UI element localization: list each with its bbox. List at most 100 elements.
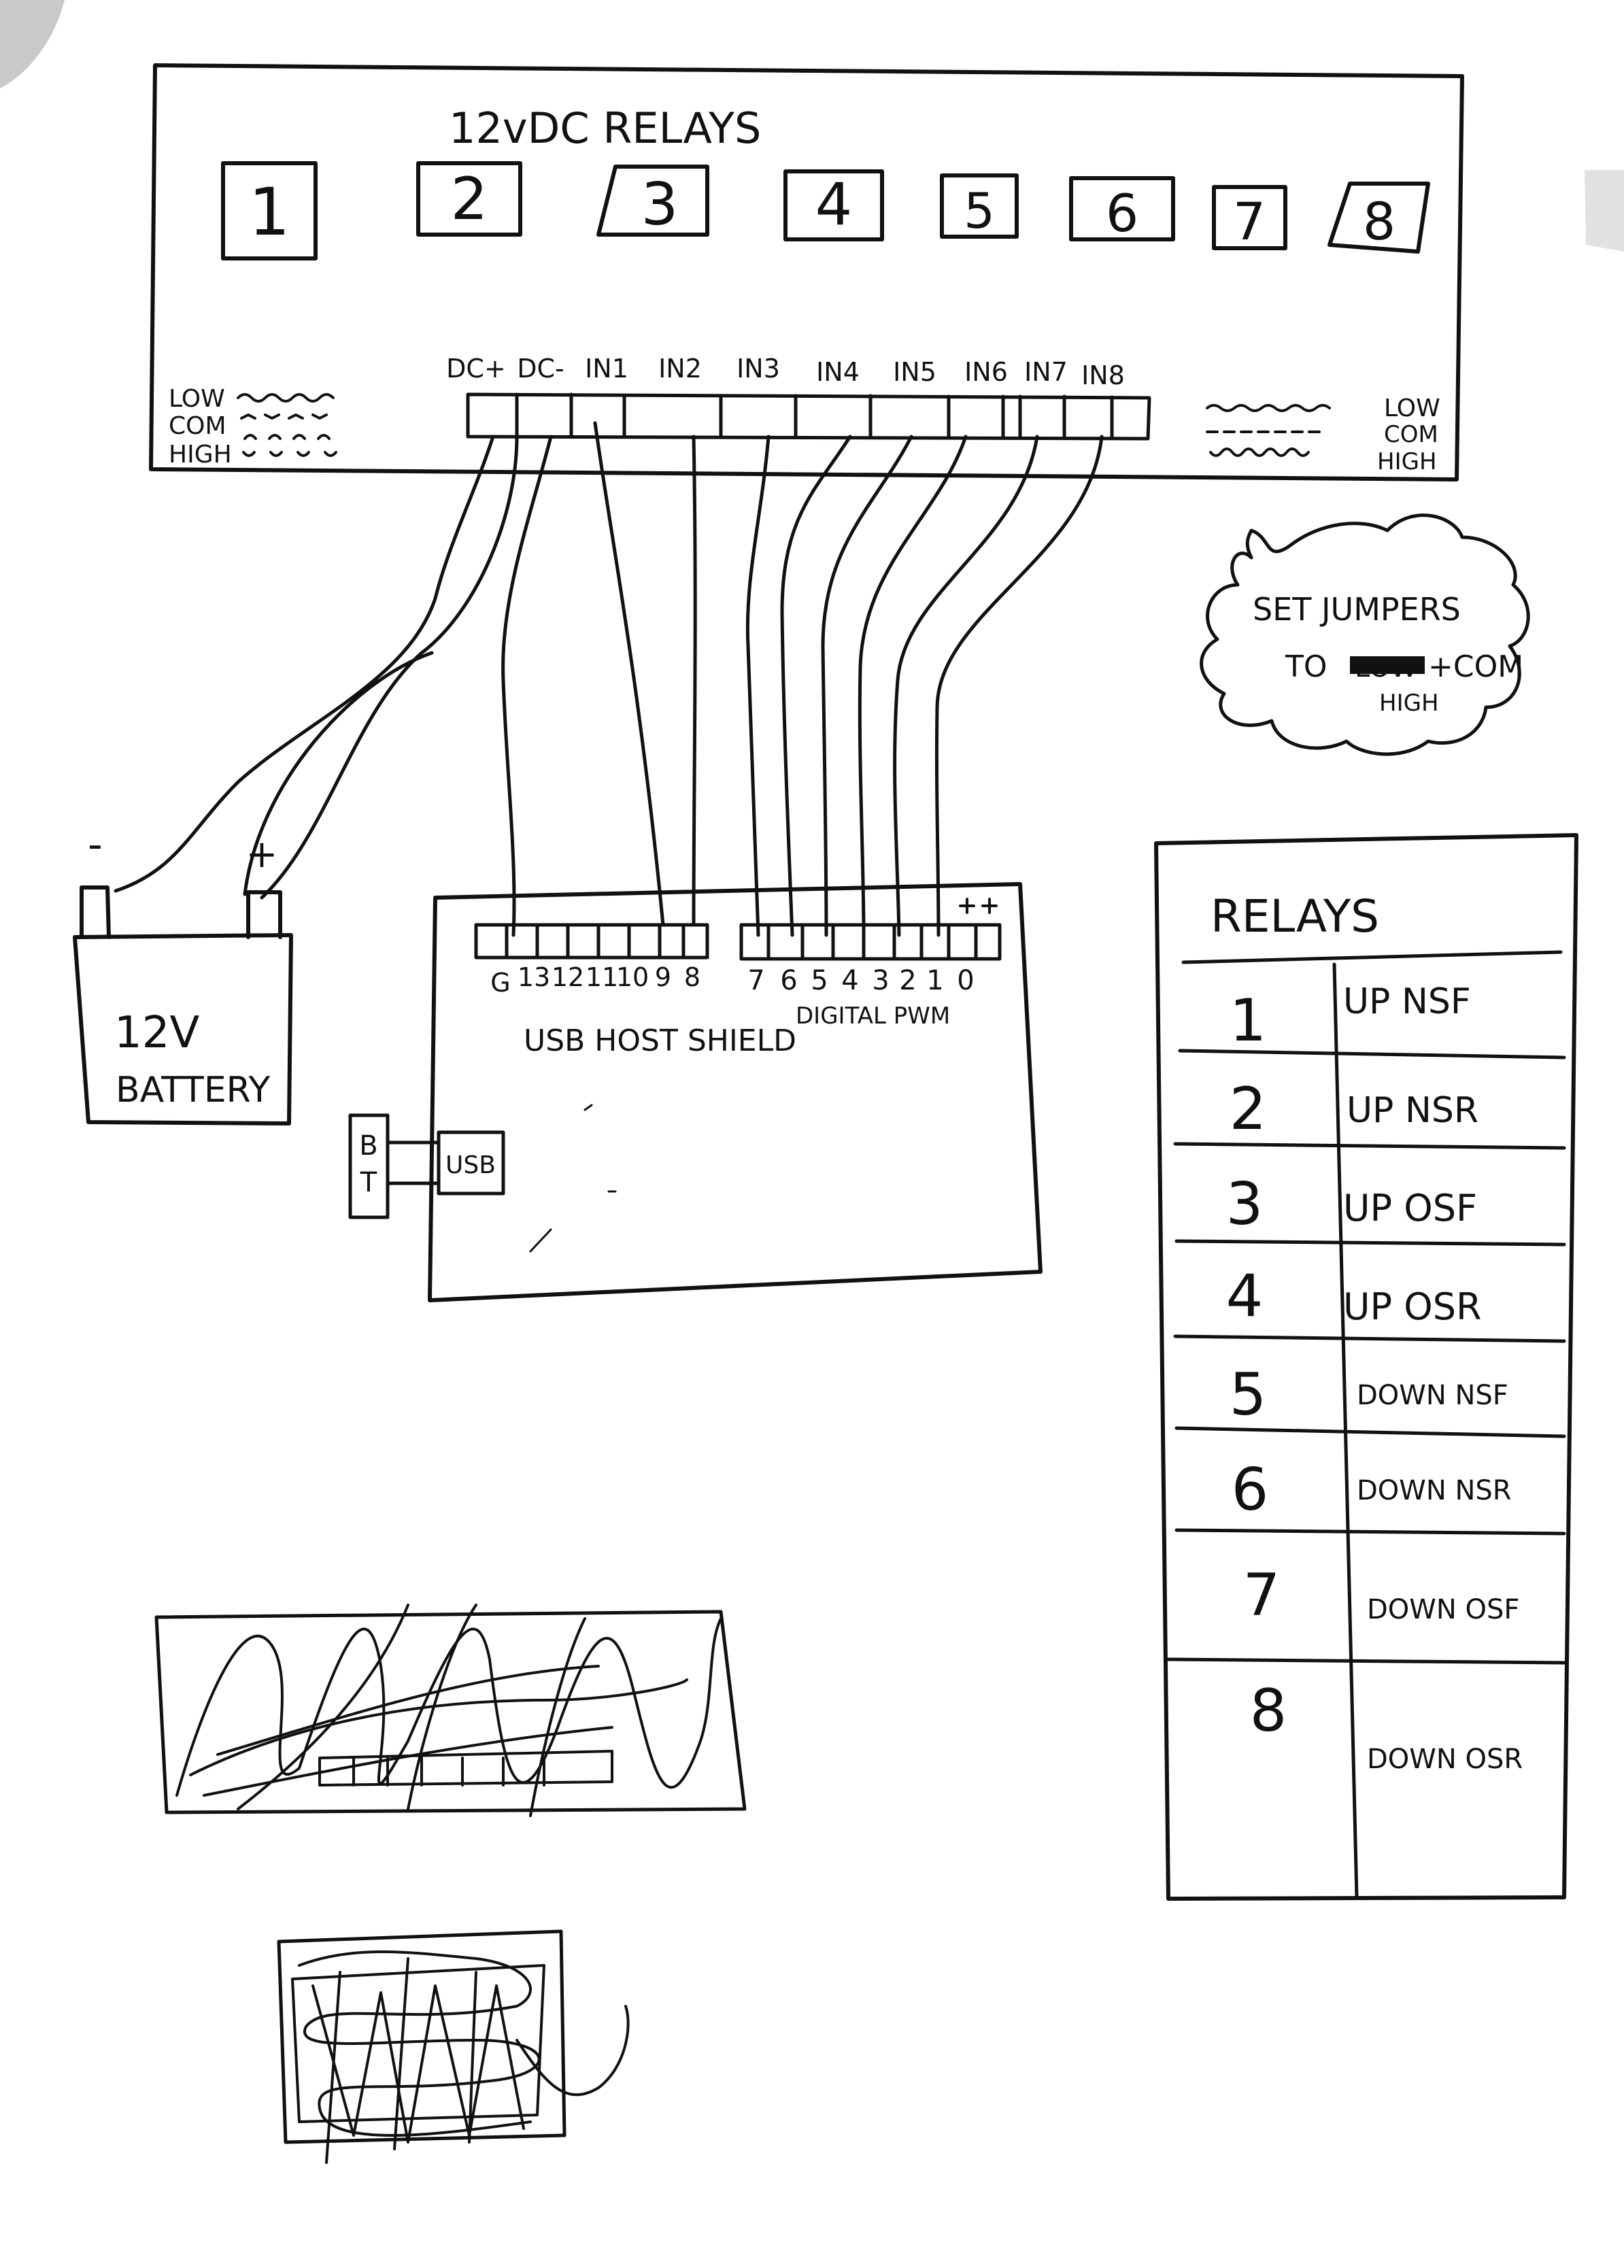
table-row-num-1: 1 xyxy=(1230,987,1267,1055)
digital-pwm-label: DIGITAL PWM xyxy=(796,1002,950,1030)
relay-table-header-rule xyxy=(1181,950,1563,964)
wire-dc-minus xyxy=(501,435,553,937)
usb-port xyxy=(437,1130,505,1196)
relay-box-4: 4 xyxy=(783,169,884,241)
relay-number-6: 6 xyxy=(1106,183,1138,243)
pin-13: 13 xyxy=(518,962,550,992)
wire-in8 xyxy=(934,435,1104,937)
jumper-left-high: HIGH xyxy=(169,441,232,469)
usb-host-shield: G 13 12 11 10 9 8 7 6 5 4 3 2 1 0 DIGITA… xyxy=(348,882,1043,1302)
jumper-left-low: LOW xyxy=(169,385,225,413)
relay-board-title: 12vDC RELAYS xyxy=(449,103,761,153)
strikethrough-mark xyxy=(1350,656,1425,674)
bt-label-t: T xyxy=(360,1167,377,1198)
relay-box-5: 5 xyxy=(940,173,1019,239)
table-row-fn-3: UP OSF xyxy=(1343,1187,1477,1230)
table-row-fn-4: UP OSR xyxy=(1343,1285,1482,1328)
table-row: 7 DOWN OSF xyxy=(1243,1561,1520,1629)
pin-7: 7 xyxy=(747,965,764,996)
battery-label-line-2: BATTERY xyxy=(116,1070,270,1111)
jumpers-right: LOW COM HIGH xyxy=(1206,394,1440,475)
terminal-strip xyxy=(466,392,1151,441)
table-row: 4 UP OSR xyxy=(1226,1262,1482,1330)
wire-in6 xyxy=(858,435,968,937)
table-row: 6 DOWN NSR xyxy=(1232,1456,1512,1524)
terminal-label-in1: IN1 xyxy=(585,354,628,384)
terminal-label-in6: IN6 xyxy=(964,357,1008,387)
note-line-2-suffix: +COM xyxy=(1428,649,1523,684)
relay-number-1: 1 xyxy=(248,174,290,250)
relay-number-3: 3 xyxy=(641,171,679,239)
wire-battery-plus xyxy=(243,651,434,896)
relay-number-8: 8 xyxy=(1363,191,1395,252)
relay-table-row-rules xyxy=(1166,1049,1566,1665)
table-row-fn-7: DOWN OSF xyxy=(1367,1594,1519,1625)
battery: - + 12V BATTERY xyxy=(73,821,293,1125)
note-line-3: HIGH xyxy=(1379,690,1439,717)
pin-12: 12 xyxy=(552,962,584,992)
jumper-left-com: COM xyxy=(169,412,226,440)
table-row: 2 UP NSR xyxy=(1230,1075,1478,1143)
edge-shadow xyxy=(1585,170,1624,252)
table-row-num-5: 5 xyxy=(1230,1361,1267,1429)
pin-6: 6 xyxy=(780,965,797,996)
terminal-label-in4: IN4 xyxy=(816,357,860,387)
terminal-label-in3: IN3 xyxy=(737,354,780,384)
pin-2: 2 xyxy=(899,965,916,996)
pin-1: 1 xyxy=(926,965,943,996)
wire-in4 xyxy=(780,435,852,937)
terminal-label-in8: IN8 xyxy=(1081,360,1125,390)
table-row-fn-5: DOWN NSF xyxy=(1357,1380,1508,1411)
relay-box-8: 8 xyxy=(1327,182,1430,254)
table-row-fn-6: DOWN NSR xyxy=(1357,1475,1512,1506)
battery-minus-sign: - xyxy=(88,821,103,868)
pin-0: 0 xyxy=(957,965,974,996)
relay-number-4: 4 xyxy=(815,171,853,239)
table-row-num-7: 7 xyxy=(1243,1561,1281,1629)
table-row-fn-1: UP NSF xyxy=(1343,981,1471,1022)
table-row-num-8: 8 xyxy=(1250,1677,1287,1745)
relay-board-outline xyxy=(149,63,1464,481)
jumpers-left: LOW COM HIGH xyxy=(169,385,337,469)
battery-terminal-minus xyxy=(80,885,111,939)
pin-10: 10 xyxy=(616,962,649,992)
terminal-labels: DC+ DC- IN1 IN2 IN3 IN4 IN5 IN6 IN7 IN8 xyxy=(446,354,1125,390)
pin-5: 5 xyxy=(811,965,828,996)
relay-number-2: 2 xyxy=(451,165,488,233)
wire-dc-plus-b xyxy=(260,435,519,900)
relay-box-6: 6 xyxy=(1069,176,1175,243)
relay-number-7: 7 xyxy=(1233,191,1266,252)
table-row-num-2: 2 xyxy=(1230,1075,1267,1143)
bt-module xyxy=(348,1113,390,1219)
usb-label: USB xyxy=(445,1151,496,1179)
terminal-label-dc-plus: DC+ xyxy=(446,354,506,384)
battery-plus-sign: + xyxy=(246,832,278,877)
relay-table: RELAYS 1 UP NSF 2 UP NSR 3 UP OSF 4 UP O… xyxy=(1154,833,1578,1901)
scribbled-sketch-1 xyxy=(154,1604,747,1817)
wires xyxy=(114,421,1104,937)
shield-title: USB HOST SHIELD xyxy=(524,1023,796,1058)
battery-label-line-1: 12V xyxy=(114,1008,199,1058)
table-row-num-6: 6 xyxy=(1232,1456,1269,1524)
relay-box-2: 2 xyxy=(416,161,522,237)
jumper-right-high: HIGH xyxy=(1377,448,1437,475)
relay-table-outline xyxy=(1154,833,1578,1901)
terminal-label-dc-minus: DC- xyxy=(517,354,564,384)
pin-labels-right: 7 6 5 4 3 2 1 0 xyxy=(747,965,974,996)
terminal-label-in2: IN2 xyxy=(658,354,702,384)
wire-in7 xyxy=(893,435,1039,937)
terminal-label-in5: IN5 xyxy=(893,357,936,387)
battery-body xyxy=(73,933,293,1125)
scribbled-sketch-2 xyxy=(277,1929,630,2164)
wire-in3 xyxy=(745,435,771,937)
relay-box-3: 3 xyxy=(596,165,709,239)
jumper-right-com: COM xyxy=(1384,421,1438,448)
stray-marks xyxy=(529,1104,617,1253)
relay-box-7: 7 xyxy=(1212,185,1287,252)
relay-box-1: 1 xyxy=(221,161,318,260)
shield-outline xyxy=(428,882,1043,1302)
table-row-fn-8: DOWN OSR xyxy=(1367,1744,1523,1775)
battery-terminal-plus xyxy=(246,890,282,939)
table-row: 3 UP OSF xyxy=(1226,1170,1477,1238)
